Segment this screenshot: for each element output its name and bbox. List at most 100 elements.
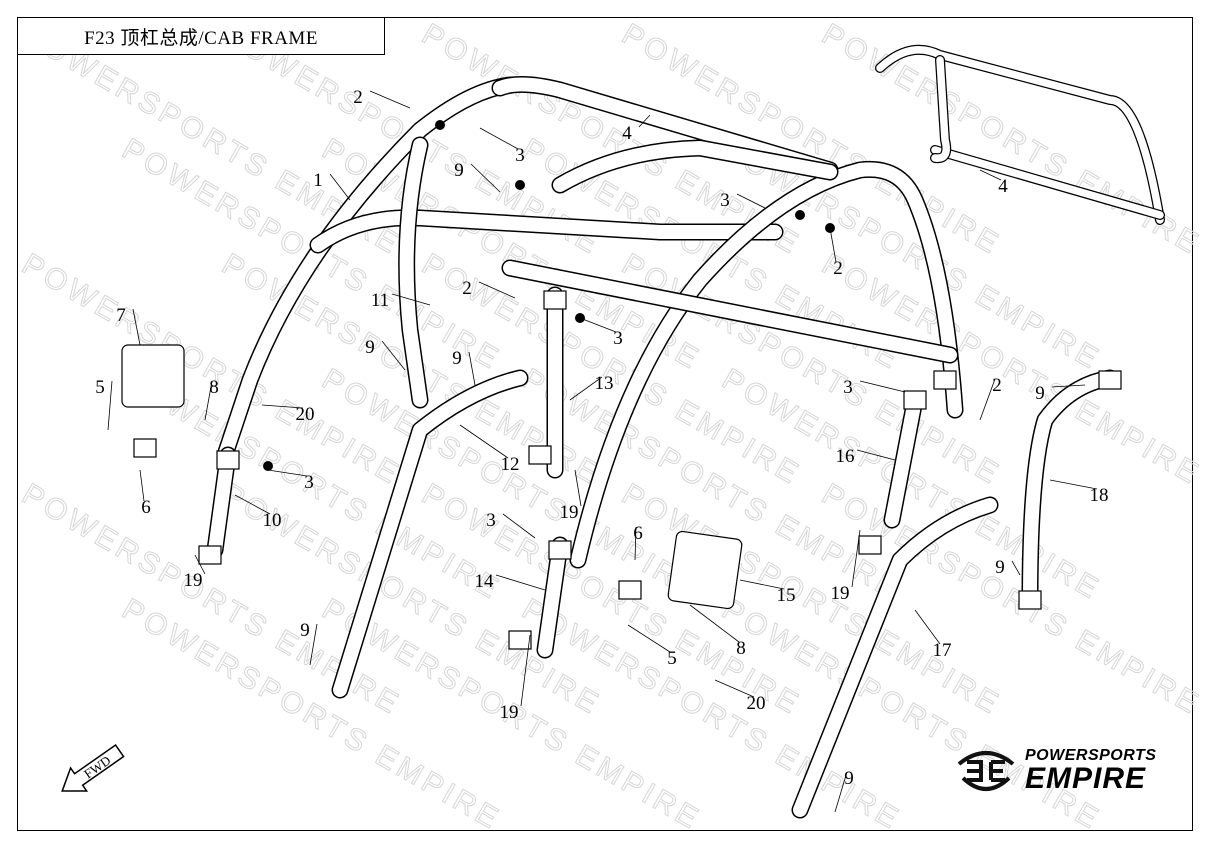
leader-line	[979, 169, 1002, 181]
callout-7: 7	[116, 305, 126, 326]
callout-13: 13	[595, 373, 614, 394]
tube-4-inset-top	[875, 44, 1165, 225]
callout-14: 14	[475, 571, 495, 592]
drawing-border	[17, 17, 1193, 831]
tube-roof-inner	[551, 139, 839, 194]
leader-line	[829, 227, 837, 263]
callout-19: 19	[500, 702, 519, 723]
callout-9: 9	[1035, 383, 1045, 404]
callout-2: 2	[833, 258, 843, 279]
leader-line	[569, 376, 603, 401]
callout-2: 2	[992, 375, 1002, 396]
leader-line	[579, 317, 617, 333]
leader-line	[470, 163, 501, 193]
callout-19: 19	[831, 583, 850, 604]
callout-9: 9	[365, 337, 375, 358]
callout-8: 8	[736, 638, 746, 659]
leader-line	[479, 127, 519, 150]
leader-line	[851, 529, 861, 588]
leader-line	[329, 173, 351, 201]
callout-20: 20	[296, 404, 315, 425]
callout-19: 19	[560, 502, 579, 523]
callout-9: 9	[995, 557, 1005, 578]
callout-6: 6	[633, 523, 643, 544]
leader-line	[834, 771, 848, 813]
callout-17: 17	[933, 640, 952, 661]
leader-line	[1051, 384, 1086, 388]
leader-line	[714, 679, 755, 698]
leader-lines	[107, 90, 1098, 813]
bracket	[543, 290, 567, 310]
callout-6: 6	[141, 497, 151, 518]
tube-16-post	[883, 391, 924, 529]
leader-line	[520, 634, 531, 707]
part-15-mirror-plate	[667, 530, 743, 610]
part-7-mirror-plate	[121, 344, 185, 408]
callout-3: 3	[304, 472, 314, 493]
callout-4: 4	[998, 176, 1008, 197]
leader-line	[627, 624, 671, 653]
leader-line	[261, 404, 304, 409]
leader-line	[132, 308, 141, 346]
leader-line	[914, 609, 941, 645]
tube-12-pillar	[331, 369, 529, 699]
callout-11: 11	[371, 290, 389, 311]
callout-2: 2	[462, 278, 472, 299]
leader-line	[391, 293, 431, 306]
tube-4-inset-front	[930, 145, 1165, 220]
nut-icon	[263, 461, 273, 471]
leader-line	[139, 469, 145, 502]
leader-line	[638, 114, 651, 128]
brand-logo: POWERSPORTS EMPIRE	[955, 748, 1156, 794]
leader-line	[1011, 560, 1021, 576]
tube-11-pillar	[398, 136, 429, 409]
bracket	[508, 630, 532, 650]
bracket	[1018, 590, 1042, 610]
leader-line	[478, 281, 516, 299]
callout-9: 9	[454, 160, 464, 181]
leader-line	[574, 469, 582, 507]
callout-18: 18	[1090, 485, 1109, 506]
callout-4: 4	[622, 123, 632, 144]
callout-3: 3	[843, 377, 853, 398]
tube-17-pillar	[791, 496, 999, 819]
logo-bottom-text: EMPIRE	[1025, 762, 1147, 795]
nut-icon	[515, 180, 525, 190]
callout-3: 3	[613, 328, 623, 349]
callout-20: 20	[747, 693, 766, 714]
leader-line	[234, 494, 271, 515]
page-title: F23 顶杠总成/CAB FRAME	[17, 17, 385, 55]
bracket	[133, 438, 157, 458]
tube-4-inset-side	[930, 55, 952, 164]
callout-10: 10	[263, 510, 282, 531]
callout-9: 9	[844, 768, 854, 789]
leader-line	[107, 380, 113, 431]
bracket	[858, 535, 882, 555]
tube-front-crossbar	[309, 209, 784, 254]
leader-line	[459, 424, 509, 459]
leader-line	[194, 554, 206, 575]
fwd-arrow-icon: FWD	[61, 744, 125, 792]
leader-line	[204, 380, 213, 421]
leader-line	[381, 340, 406, 371]
leader-line	[634, 526, 637, 561]
leader-line	[739, 579, 785, 590]
leader-line	[502, 513, 536, 539]
leader-line	[468, 351, 476, 386]
callout-5: 5	[95, 377, 105, 398]
tube-rear-crossbar	[501, 259, 959, 364]
callout-3: 3	[720, 190, 730, 211]
bracket	[548, 540, 572, 560]
callout-2: 2	[353, 87, 363, 108]
bracket	[528, 445, 552, 465]
bracket	[1098, 370, 1122, 390]
leader-line	[979, 378, 996, 421]
callout-1: 1	[313, 170, 323, 191]
bracket	[198, 545, 222, 565]
leader-line	[856, 449, 896, 461]
leader-line	[1049, 479, 1098, 490]
tube-18-brace	[1021, 369, 1119, 609]
bracket	[618, 580, 642, 600]
bracket	[933, 370, 957, 390]
